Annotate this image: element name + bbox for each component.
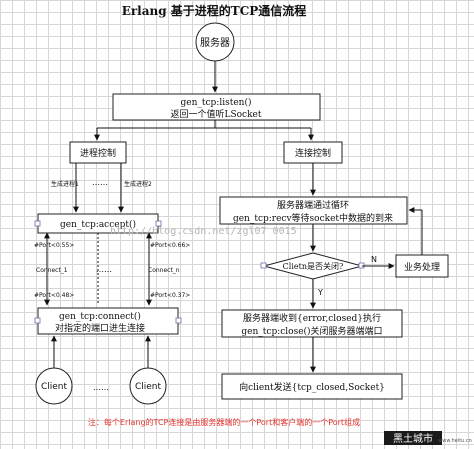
- send-box: [221, 373, 403, 400]
- server-loop-label-1: 服务器端通过循环: [277, 199, 349, 211]
- close-box: [221, 309, 403, 338]
- client2-label: Client: [135, 382, 162, 392]
- connect-label-2: 对指定的端口进生连接: [55, 322, 145, 334]
- accept-handle-left[interactable]: [34, 220, 41, 227]
- spawn2-label: 生成进程2: [124, 180, 152, 188]
- business-label: 业务处理: [404, 261, 440, 273]
- decision-handle-left[interactable]: [260, 262, 267, 269]
- connect-handle-right[interactable]: [175, 317, 182, 324]
- close-label-2: gen_tcp:close()关闭服务器端端口: [241, 325, 382, 337]
- server-loop-label-2: gen_tcp:recv等待socket中数据的到来: [233, 212, 393, 224]
- port4-label: #Port<0.37>: [150, 292, 190, 299]
- send-label: 向client发送{tcp_closed,Socket}: [239, 381, 385, 393]
- client1-label: Client: [41, 382, 68, 392]
- close-label-1: 服务器端收到{error,closed}执行: [243, 312, 381, 324]
- accept-label: gen_tcp:accept(): [60, 219, 136, 230]
- yes-label: Y: [317, 288, 323, 297]
- connect-handle-left[interactable]: [34, 317, 41, 324]
- listen-label-1: gen_tcp:listen(): [181, 97, 252, 108]
- server-label: 服务器: [200, 36, 230, 49]
- client1-node: [35, 367, 73, 405]
- listen-box: [112, 93, 321, 121]
- port3-label: #Port<0.48>: [34, 292, 74, 299]
- footnote: 注：每个Erlang的TCP连接是由服务器端的一个Port和客户端的一个Port…: [88, 417, 360, 427]
- no-label: N: [371, 255, 377, 264]
- connect1-label: Connect_1: [36, 267, 68, 274]
- dots-top: ……: [92, 178, 108, 187]
- listen-label-2: 返回一个值听LSocket: [171, 108, 262, 120]
- logo-text: 黑土城市: [393, 432, 433, 445]
- watermark: http://blog.csdn.net/zgl07 0015: [110, 226, 297, 237]
- diagram-title: Erlang 基于进程的TCP通信流程: [122, 3, 307, 18]
- connection-control-label: 连接控制: [295, 147, 331, 159]
- logo-badge: [384, 431, 442, 445]
- dots-clients: ……: [93, 383, 109, 392]
- client2-node: [129, 367, 167, 405]
- port2-label: #Port<0.66>: [150, 242, 190, 249]
- spawn1-label: 生成进程1: [51, 180, 79, 188]
- connectn-label: Connect_n: [148, 267, 180, 274]
- port1-label: #Port<0.55>: [34, 242, 74, 249]
- decision-label: Clietn是否关闭?: [283, 261, 344, 271]
- process-control-label: 进程控制: [80, 147, 116, 159]
- connect-label-1: gen_tcp:connect(): [59, 311, 141, 322]
- connect-box: [37, 307, 179, 335]
- accept-handle-right[interactable]: [155, 220, 162, 227]
- process-control-box: [69, 141, 127, 164]
- logo-sub: www.heitu.cn: [438, 438, 472, 444]
- dots-mid: ……: [96, 265, 112, 274]
